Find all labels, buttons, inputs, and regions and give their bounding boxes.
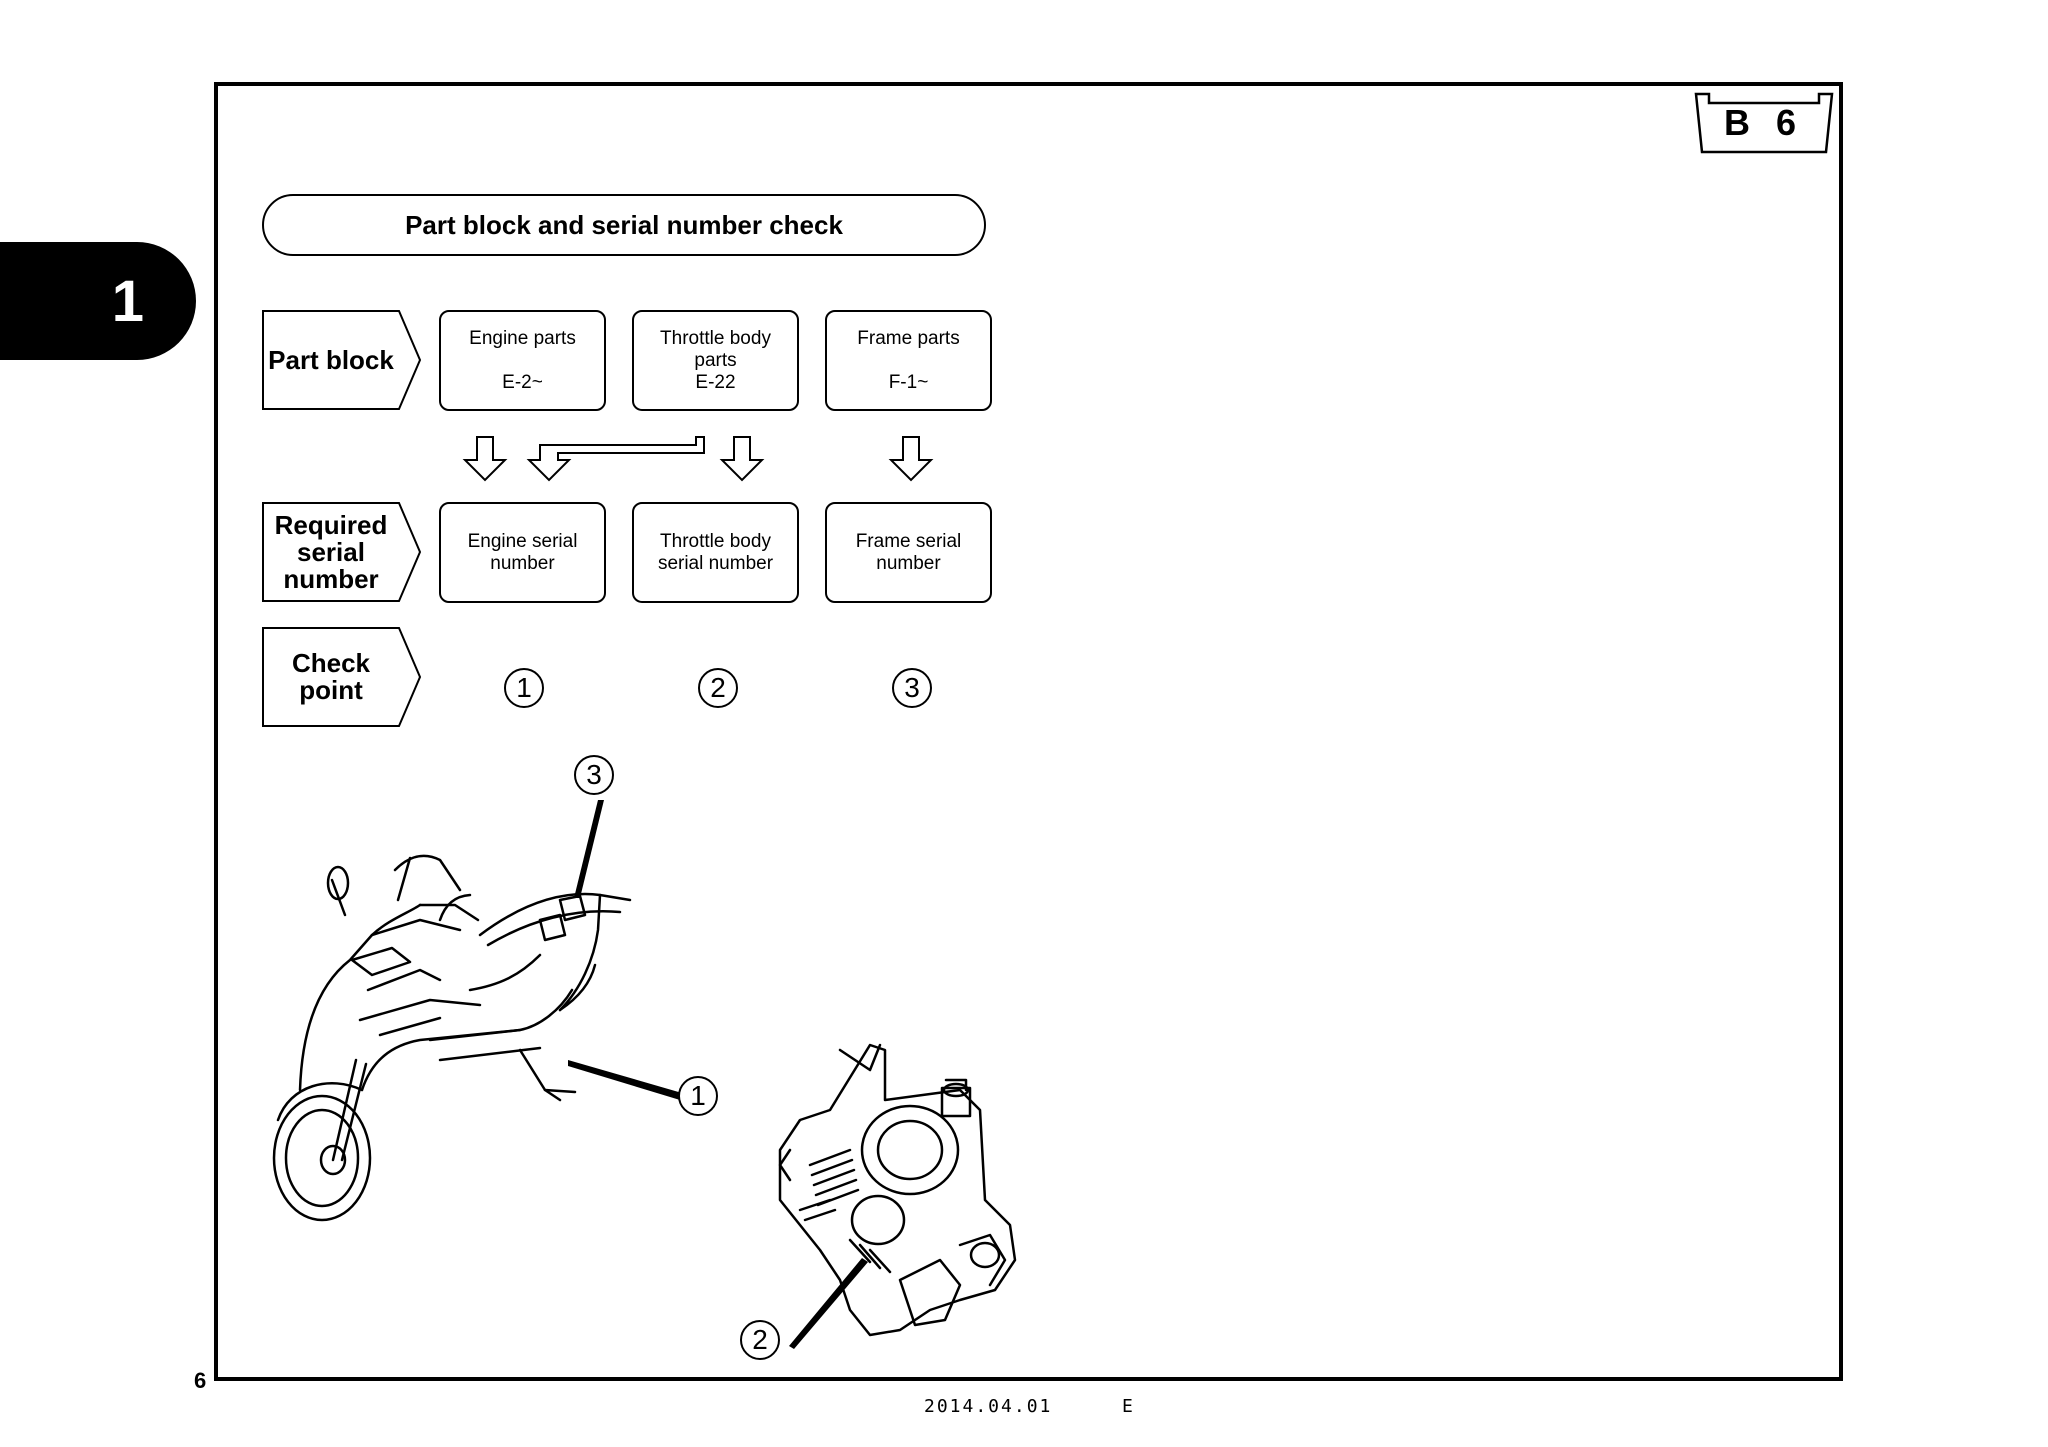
part-block-engine: Engine parts E-2~ [439,310,606,411]
row-label-part-block: Part block [262,310,422,410]
row-label-check-point: Check point [262,627,422,727]
page-number: 6 [194,1368,207,1393]
row-label-text: Required serial number [274,509,388,594]
part-block-name: Frame parts [857,327,960,349]
serial-label: Engine serial number [467,530,578,574]
part-block-ref: E-22 [695,371,736,393]
check-point-2: 2 [698,668,738,708]
section-number: 1 [111,268,144,334]
part-block-name: Engine parts [469,327,576,349]
down-arrow-frame [888,436,934,482]
footer-date: 2014.04.01 [924,1396,1053,1417]
callout-engine-serial: 1 [678,1076,718,1116]
part-block-ref: E-2~ [502,371,543,393]
row-label-required-serial: Required serial number [262,502,422,602]
check-point-1: 1 [504,668,544,708]
throttle-body-illustration [778,1043,1017,1337]
scooter-illustration [272,854,632,1222]
badge-outline [1694,92,1834,154]
down-arrow-engine [462,436,508,482]
badge-code: B 6 [1723,102,1805,143]
row-label-text: Part block [268,344,394,375]
part-block-throttle-body: Throttle body parts E-22 [632,310,799,411]
leader-frame [574,800,604,898]
part-block-frame: Frame parts F-1~ [825,310,992,411]
serial-throttle-body: Throttle body serial number [632,502,799,603]
callout-leaders [568,800,868,1349]
serial-frame: Frame serial number [825,502,992,603]
part-block-name: Throttle body parts [660,327,771,371]
part-block-ref: F-1~ [888,371,929,393]
section-tab: 1 [0,242,196,360]
row-label-arrow-shape [262,310,422,410]
serial-label: Throttle body serial number [657,530,774,574]
leader-engine [568,1060,682,1100]
down-arrow-throttle [719,436,765,482]
row-label-arrow-shape [262,627,422,727]
callout-frame-serial: 3 [574,755,614,795]
row-label-arrow-shape [262,502,422,602]
check-point-3: 3 [892,668,932,708]
serial-label: Frame serial number [855,530,962,574]
row-label-text: Check point [291,648,371,705]
callout-throttle-serial: 2 [740,1320,780,1360]
leader-throttle [789,1258,868,1349]
serial-engine: Engine serial number [439,502,606,603]
page-frame [214,82,1843,1381]
page-code-badge: B 6 [1693,91,1835,155]
page-title: Part block and serial number check [262,194,986,256]
bent-arrow-throttle-to-engine [526,436,705,482]
footer-code: E [1122,1396,1133,1417]
